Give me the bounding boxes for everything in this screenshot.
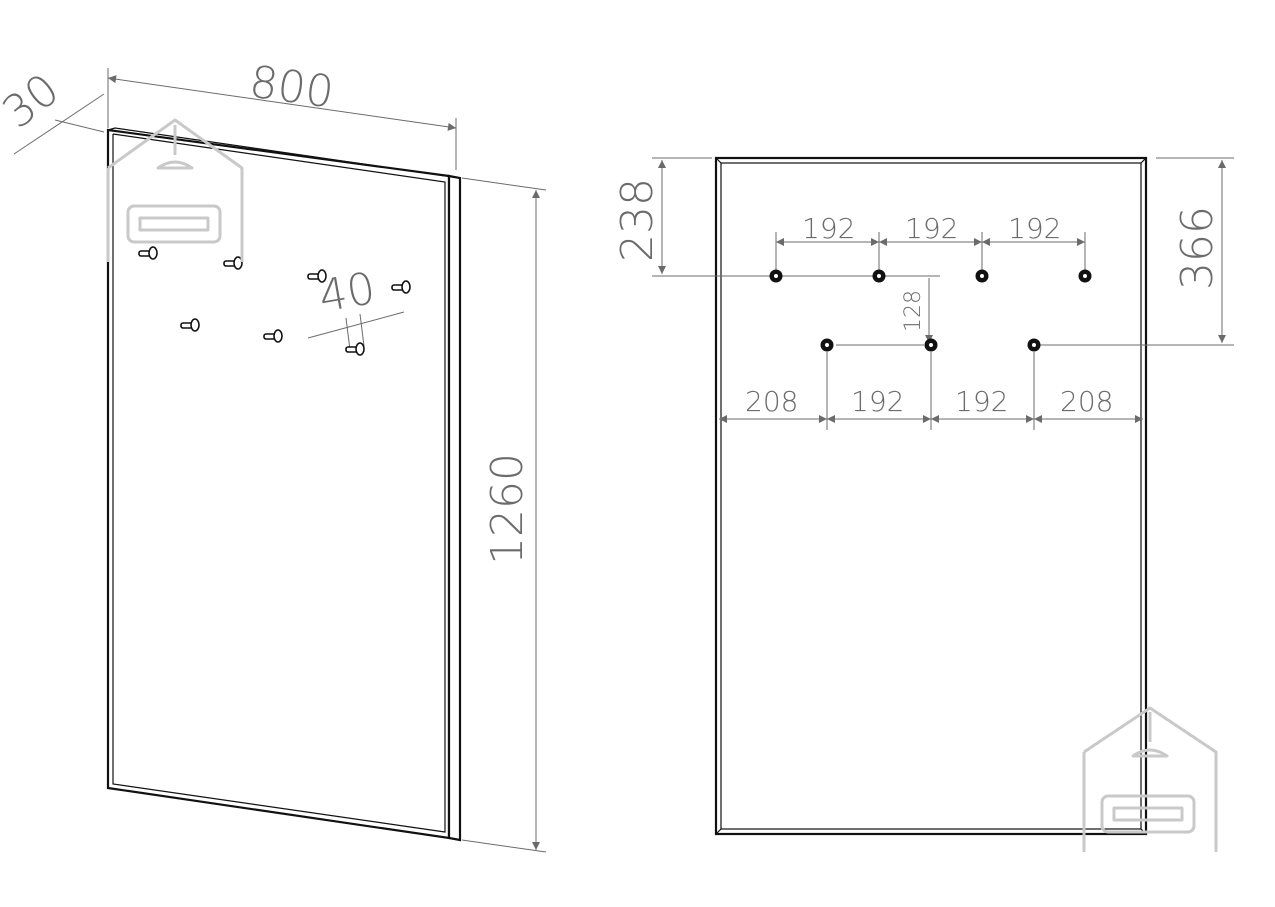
top-offset-label: 238 bbox=[612, 178, 663, 262]
house-sofa-icon bbox=[1082, 706, 1218, 852]
bottom-spacing-4: 208 bbox=[1060, 385, 1113, 418]
bottom-spacing-1: 208 bbox=[745, 385, 798, 418]
row-gap-label: 128 bbox=[901, 290, 926, 332]
panel-edge bbox=[447, 174, 462, 842]
hole-icon bbox=[975, 269, 989, 283]
panel-outline bbox=[714, 156, 1148, 836]
thickness-label: 30 bbox=[0, 64, 69, 139]
house-sofa-icon bbox=[106, 118, 244, 262]
hook-icon bbox=[180, 318, 200, 332]
right-view: 192 192 192 208 192 192 208 238 366 128 bbox=[612, 156, 1234, 852]
hook-icon bbox=[223, 256, 243, 270]
top-spacing-2: 192 bbox=[905, 212, 958, 245]
height-label: 1260 bbox=[482, 453, 533, 565]
mounting-holes bbox=[769, 269, 1092, 352]
bottom-spacing-2: 192 bbox=[851, 385, 904, 418]
top-spacing-1: 192 bbox=[802, 212, 855, 245]
hook-icon bbox=[391, 280, 411, 294]
top-spacing-3: 192 bbox=[1008, 212, 1061, 245]
hole-icon bbox=[924, 338, 938, 352]
hook-icon bbox=[263, 329, 283, 343]
hook-icon bbox=[138, 246, 158, 260]
panel-front bbox=[106, 128, 451, 840]
hole-icon bbox=[769, 269, 783, 283]
hole-icon bbox=[1027, 338, 1041, 352]
hole-icon bbox=[872, 269, 886, 283]
hole-icon bbox=[820, 338, 834, 352]
left-view: 800 30 1260 40 bbox=[0, 56, 547, 853]
hooks bbox=[138, 246, 411, 356]
bottom-offset-label: 366 bbox=[1172, 206, 1223, 290]
hook-icon bbox=[307, 269, 327, 283]
hook-icon bbox=[345, 342, 365, 356]
width-label: 800 bbox=[246, 56, 336, 118]
bottom-spacing-3: 192 bbox=[955, 385, 1008, 418]
hole-icon bbox=[1078, 269, 1092, 283]
